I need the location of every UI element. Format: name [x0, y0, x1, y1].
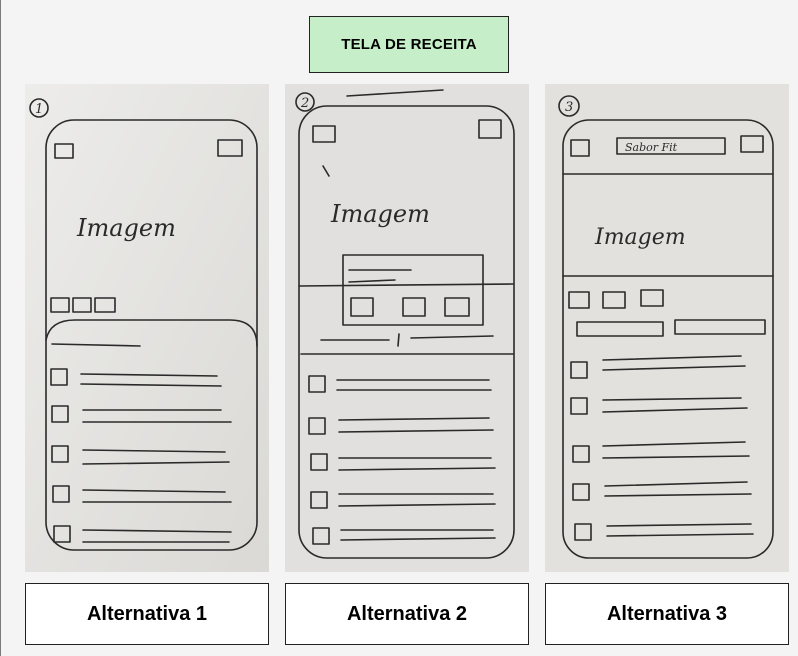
sketch-number: 3	[565, 100, 573, 115]
sketch-photo-3: 3 Sabor Fit Imagem	[545, 84, 789, 572]
image-placeholder-text: Imagem	[76, 214, 176, 242]
menu-icon	[740, 135, 764, 153]
sketch-number-circle	[295, 92, 315, 112]
sketch-number-circle	[29, 98, 49, 118]
image-placeholder-text: Imagem	[330, 200, 430, 228]
tab-button-2	[674, 319, 766, 335]
phone-frame	[562, 119, 774, 559]
recipe-info-card	[342, 254, 484, 326]
alternative-2-label: Alternativa 2	[285, 583, 529, 645]
app-title-text: Sabor Fit	[625, 141, 678, 154]
thumb-1	[50, 297, 70, 313]
content-sheet	[45, 319, 258, 347]
phone-frame	[45, 119, 258, 551]
back-icon	[312, 125, 336, 143]
menu-icon	[217, 139, 243, 157]
app-title-box	[616, 137, 726, 155]
thumb-3	[94, 297, 116, 313]
image-divider	[298, 283, 514, 287]
page-title: TELA DE RECEITA	[309, 16, 509, 73]
back-icon	[54, 143, 74, 159]
phone-frame	[298, 105, 515, 559]
back-icon	[570, 139, 590, 157]
ingredient-list	[570, 355, 754, 541]
sketch-number: 1	[35, 102, 43, 117]
alternative-1-label: Alternativa 1	[25, 583, 269, 645]
section-title-line	[51, 343, 141, 347]
ingredient-list	[50, 368, 232, 543]
thumb-2	[72, 297, 92, 313]
sketch-photo-1: 1 Imagem	[25, 84, 269, 572]
sketch-number: 2	[300, 96, 309, 111]
left-border-line	[0, 0, 1, 656]
sketch-number-circle	[558, 95, 580, 117]
image-placeholder-text: Imagem	[594, 225, 686, 250]
alternative-3-label: Alternativa 3	[545, 583, 789, 645]
tab-button-1	[576, 321, 664, 337]
ingredient-list	[308, 375, 496, 545]
sketch-photo-2: 2 Imagem	[285, 84, 529, 572]
menu-icon	[478, 119, 502, 139]
